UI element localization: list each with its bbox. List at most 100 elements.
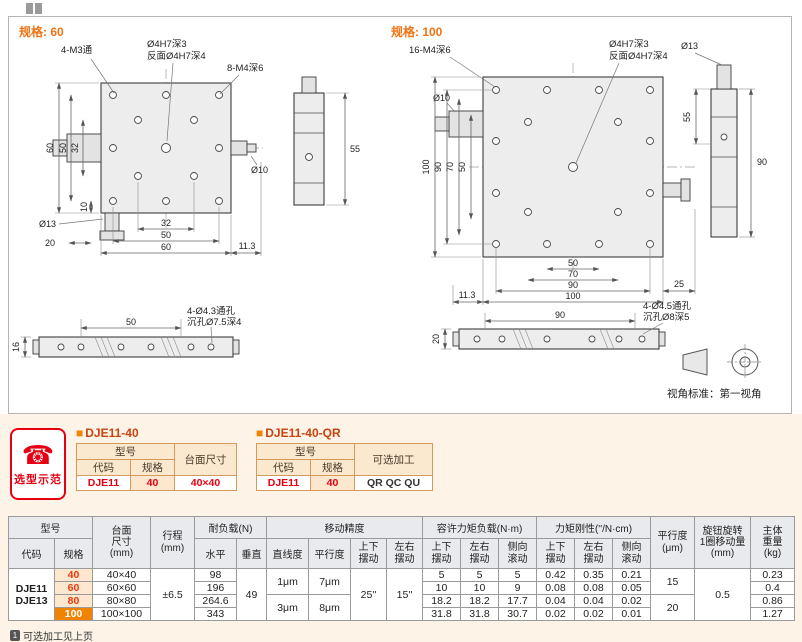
callout-center-hole-back: 反面Ø4H7深4 — [609, 51, 668, 62]
dim-50: 50 — [457, 162, 467, 172]
cell: 0.21 — [612, 568, 652, 582]
cell: 0.02 — [574, 607, 614, 621]
cell: 80×80 — [92, 594, 151, 608]
cell: 1.27 — [750, 607, 796, 621]
callout-bottom-holes: 4-Ø4.3通孔 — [187, 306, 236, 317]
dim-b70: 70 — [568, 269, 578, 279]
th-rigidity-roll: 侧向 滚动 — [612, 538, 652, 569]
cell: 31.8 — [422, 607, 462, 621]
top-view — [434, 63, 695, 271]
th-code: 代码 — [8, 538, 55, 569]
table-row-80: 80 80×80 264.6 3μm 8μm 18.2 18.2 17.7 0.… — [9, 594, 796, 621]
title-text: DJE11-40-QR — [265, 426, 341, 440]
bullet-square-icon: ■ — [256, 426, 264, 440]
dim-bottom-20: 20 — [431, 334, 441, 344]
cell: 60×60 — [92, 581, 151, 595]
cell: 3μm — [266, 594, 310, 621]
view-standard-note: 视角标准：第一视角 — [667, 387, 762, 400]
th-surface: 台面 尺寸 (mm) — [92, 516, 151, 569]
dim-20: 20 — [45, 238, 55, 248]
cell-surface: 40×40 — [174, 475, 237, 491]
cell: 0.23 — [750, 568, 796, 582]
cell: 343 — [194, 607, 237, 621]
th-accuracy: 移动精度 — [266, 516, 424, 539]
cell: 40×40 — [92, 568, 151, 582]
dim-b90: 90 — [568, 280, 578, 290]
footnote-text: 可选加工见上页 — [23, 632, 93, 642]
dim-actuator-dia: Ø10 — [251, 165, 268, 175]
side-view — [293, 76, 325, 206]
dim-55: 55 — [682, 112, 692, 122]
table-row-60: 60 60×60 196 10 10 9 0.08 0.08 0.05 0.4 — [9, 581, 796, 595]
dim-shaft-dia: Ø10 — [433, 93, 450, 103]
technical-drawing-panel: 规格: 60 规格: 100 — [8, 16, 792, 414]
th-rigidity: 力矩刚性(''/N·cm) — [536, 516, 652, 539]
dim-bottom-16: 16 — [11, 342, 21, 352]
cell: 0.08 — [574, 581, 614, 595]
bottom-view — [452, 328, 666, 350]
side-view — [710, 64, 738, 238]
cell: 5 — [460, 568, 500, 582]
model-table-title-1: ■DJE11-40 — [76, 426, 237, 440]
th-spec: 规格 — [130, 459, 175, 476]
dim-overhang: 11.3 — [459, 290, 476, 300]
th-rigidity-pitch: 上下 摆动 — [536, 538, 576, 569]
dim-knob-dia: Ø13 — [681, 41, 698, 51]
th-code: 代码 — [256, 459, 311, 476]
cell: 264.6 — [194, 594, 237, 608]
th-horizontal: 水平 — [194, 538, 237, 569]
cell: 0.04 — [574, 594, 614, 608]
dim-32: 32 — [70, 143, 80, 153]
th-rigidity-yaw: 左右 摆动 — [574, 538, 614, 569]
cell: 0.4 — [750, 581, 796, 595]
th-model: 型号 — [8, 516, 93, 539]
th-model: 型号 — [76, 443, 175, 460]
cell: 0.02 — [612, 594, 652, 608]
specification-table-wrap: 型号 台面 尺寸 (mm) 行程 (mm) 耐负载(N) 移动精度 容许力矩负载… — [8, 516, 796, 621]
th-weight: 主体 重量 (kg) — [750, 516, 796, 569]
th-model: 型号 — [256, 443, 355, 460]
dim-90: 90 — [433, 162, 443, 172]
cell-spec: 100 — [54, 607, 93, 621]
specification-table: 型号 台面 尺寸 (mm) 行程 (mm) 耐负载(N) 移动精度 容许力矩负载… — [8, 516, 796, 621]
cell: 7μm — [308, 568, 352, 595]
cell: 10 — [460, 581, 500, 595]
th-spec: 规格 — [54, 538, 93, 569]
cell: 31.8 — [460, 607, 500, 621]
th-moment-yaw: 左右 摆动 — [460, 538, 500, 569]
cell: 0.04 — [536, 594, 576, 608]
drawing-spec-100: 16-M4深6 Ø4H7深3 反面Ø4H7深4 Ø13 Ø10 100 90 7… — [409, 39, 767, 400]
cell: 20 — [650, 594, 696, 621]
dim-bottom-50: 50 — [126, 317, 136, 327]
dim-10: 10 — [79, 202, 89, 212]
dim-overhang: 11.3 — [239, 241, 256, 251]
cell-code: DJE11 — [256, 475, 311, 491]
cell: 17.7 — [498, 594, 538, 608]
dim-b32: 32 — [161, 218, 171, 228]
dim-b100: 100 — [565, 291, 580, 301]
dim-side-55: 55 — [350, 144, 360, 154]
cell: 1μm — [266, 568, 310, 595]
dim-knob-dia: Ø13 — [39, 219, 56, 229]
cell: 0.5 — [694, 568, 752, 621]
cell-travel: ±6.5 — [150, 568, 195, 621]
th-moment-roll: 侧向 滚动 — [498, 538, 538, 569]
cell: 0.05 — [612, 581, 652, 595]
callout-16-m4: 16-M4深6 — [409, 45, 451, 56]
callout-center-hole-back: 反面Ø4H7深4 — [147, 51, 206, 62]
th-parallelism: 平行度 — [308, 538, 352, 569]
cell: 5 — [422, 568, 462, 582]
table-row-40: DJE11 DJE13 40 40×40 ±6.5 98 49 1μm 7μm … — [8, 568, 796, 621]
th-code: 代码 — [76, 459, 131, 476]
selection-example-badge: ☎ 选型示范 — [10, 428, 66, 500]
spec-60-label: 规格: 60 — [19, 25, 64, 39]
model-table-2: 型号 可选加工 代码 规格 DJE11 40 QR QC QU — [256, 443, 433, 491]
th-surface: 台面尺寸 — [174, 443, 237, 476]
phone-icon: ☎ — [21, 440, 55, 470]
cell: 0.35 — [574, 568, 614, 582]
th-moment-pitch: 上下 摆动 — [422, 538, 462, 569]
callout-bottom-cbore: 沉孔Ø7.5深4 — [187, 317, 241, 328]
drawing-spec-60: 4-M3通 Ø4H7深3 反面Ø4H7深4 8-M4深6 60 50 32 10… — [11, 39, 360, 358]
bullet-square-icon: ■ — [76, 426, 84, 440]
